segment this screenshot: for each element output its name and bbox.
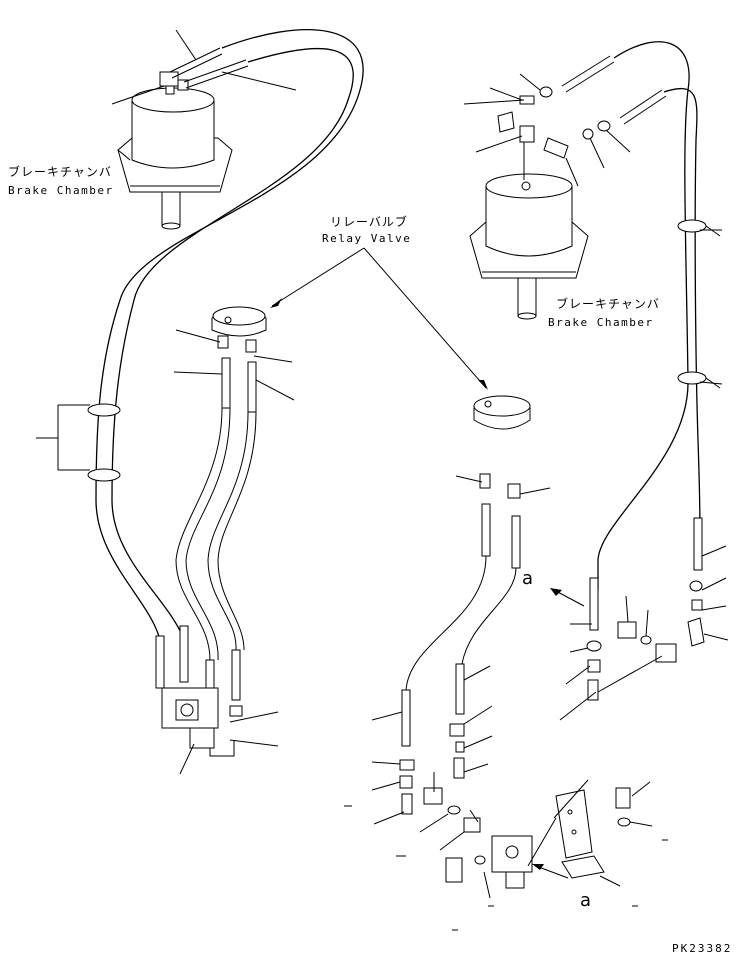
right-brake-chamber	[469, 173, 589, 320]
right-bolts	[615, 787, 631, 827]
left-upper-hoses	[95, 28, 364, 641]
relay-valve-en-label: Relay Valve	[322, 232, 411, 245]
left-clamps	[36, 403, 121, 482]
left-brake-chamber	[117, 71, 233, 230]
dash-marks	[344, 805, 668, 931]
center-relay-valve	[473, 395, 531, 569]
left-lower-valve	[161, 687, 243, 757]
left-relay-pipes	[175, 407, 257, 661]
right-mid-fittings	[586, 517, 705, 701]
brake-chamber-left-jp-label: ブレーキチャンバ	[8, 164, 112, 179]
brake-chamber-right-en-label: Brake Chamber	[548, 316, 654, 329]
brake-chamber-left-en-label: Brake Chamber	[8, 184, 114, 197]
center-lower-fittings	[399, 663, 481, 833]
relay-valve-jp-label: リレーバルブ	[330, 214, 408, 229]
right-top-fittings	[497, 55, 667, 180]
right-long-hoses	[597, 41, 701, 590]
center-relay-pipes	[405, 555, 517, 691]
left-relay-valve	[211, 306, 267, 413]
center-lower-valve	[445, 789, 605, 889]
drawing-code: PK23382	[672, 942, 732, 955]
view-reference-a-upper: a	[522, 568, 533, 589]
right-clamps	[677, 219, 721, 389]
view-reference-a-lower: a	[580, 890, 591, 911]
leader-lines	[111, 29, 729, 899]
brake-chamber-right-jp-label: ブレーキチャンバ	[556, 296, 660, 311]
